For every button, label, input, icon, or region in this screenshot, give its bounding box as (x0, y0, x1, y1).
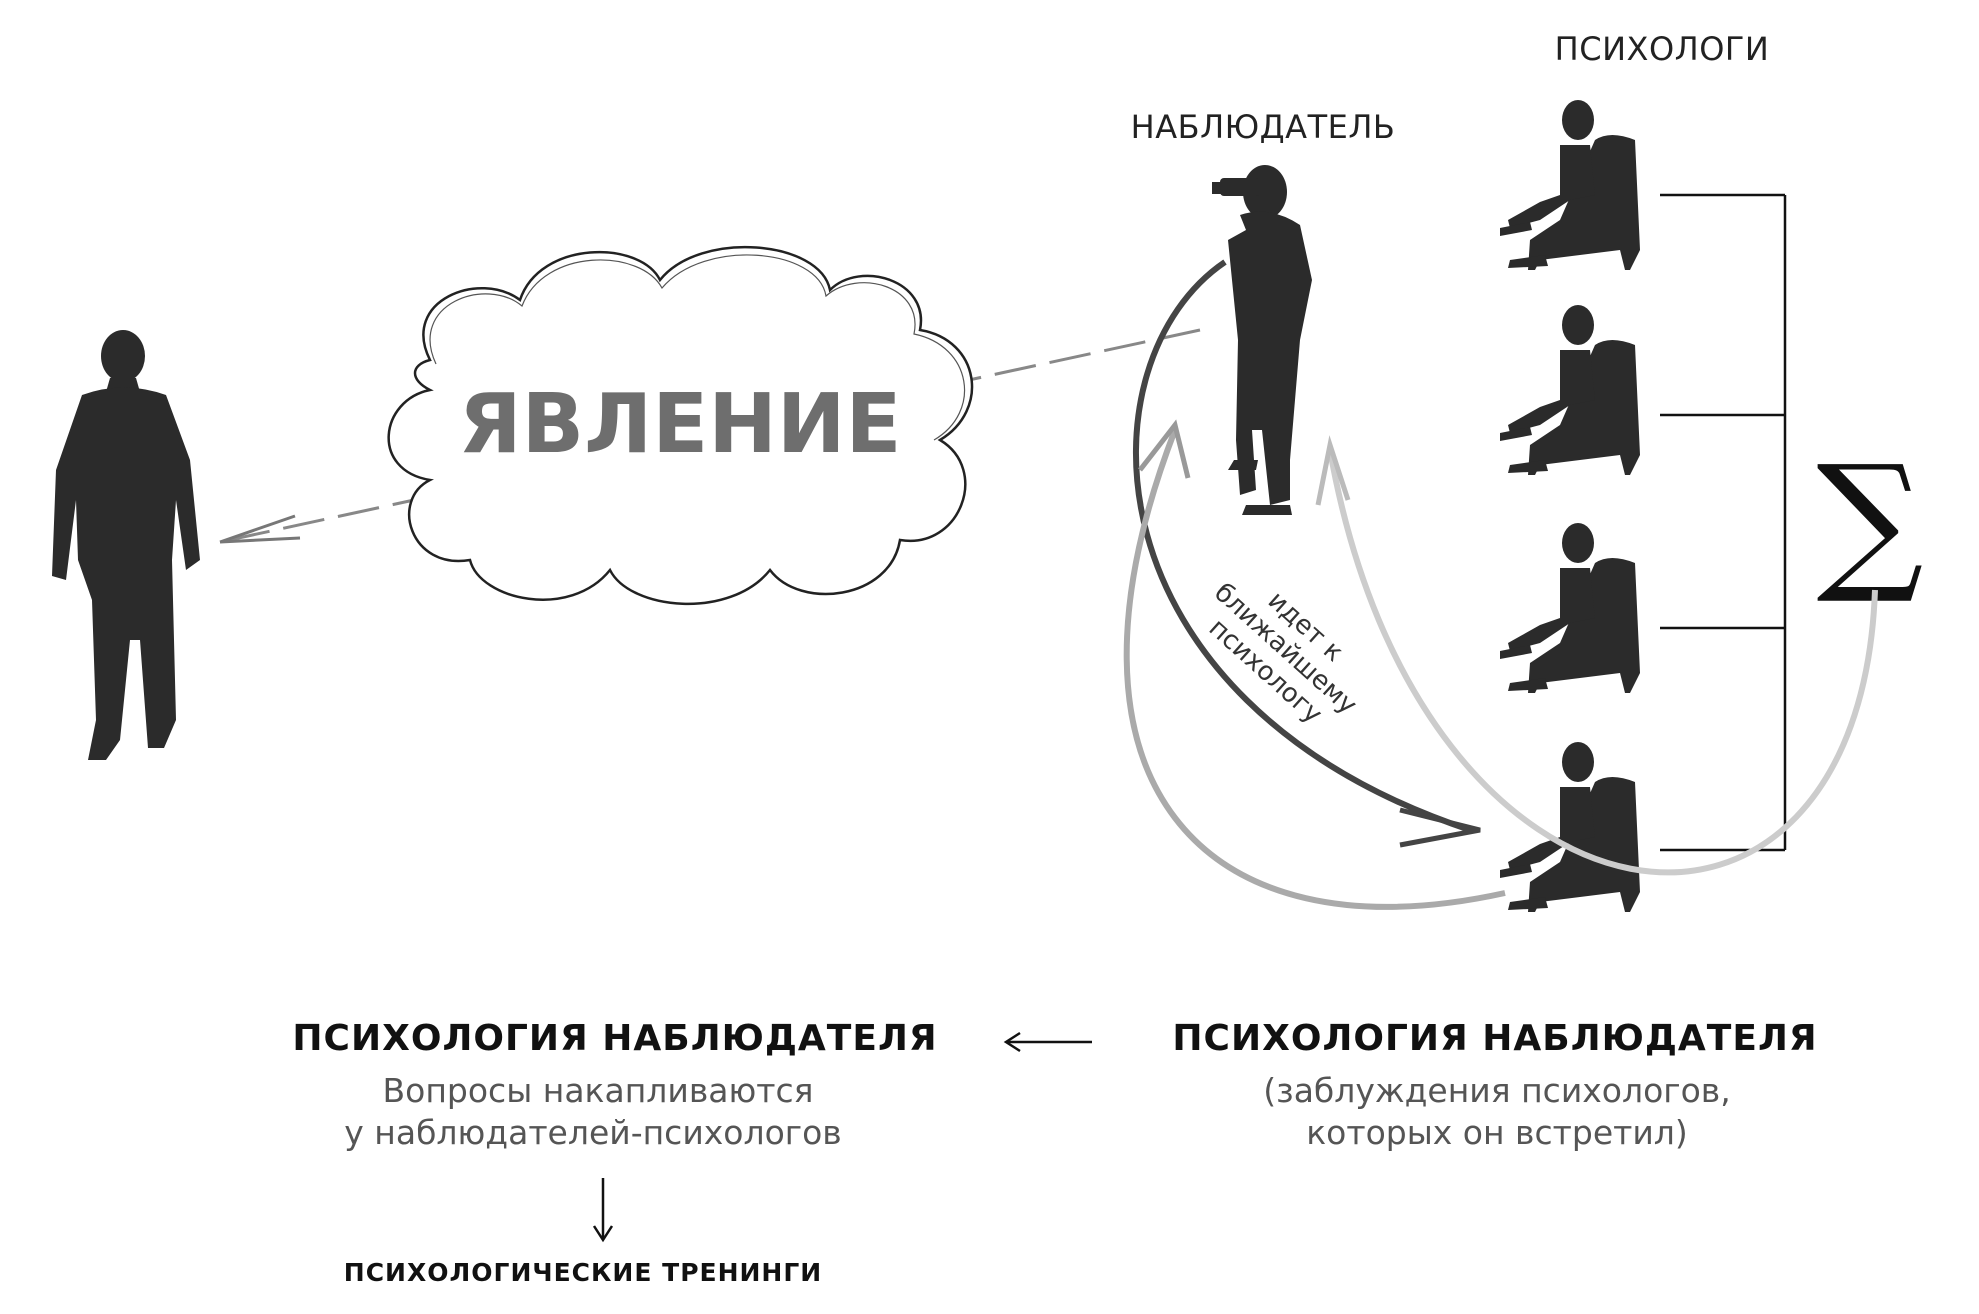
phenomenon-label: ЯВЛЕНИЕ (458, 377, 901, 472)
psychologists-group (1500, 100, 1640, 912)
main-arrow-to-psychologist (1136, 262, 1470, 830)
bottom-left-title: ПСИХОЛОГИЯ НАБЛЮДАТЕЛЯ (292, 1018, 937, 1059)
phenomenon-cloud: ЯВЛЕНИЕ (389, 247, 972, 604)
walking-man-figure (52, 330, 200, 760)
bottom-left-line-2: у наблюдателей-психологов (344, 1112, 842, 1154)
psychologists-bracket (1660, 195, 1785, 850)
observer-label: НАБЛЮДАТЕЛЬ (1131, 108, 1396, 146)
bottom-left-arrow (1006, 1033, 1092, 1051)
psychologist-figure-3 (1500, 523, 1640, 693)
psychologist-figure-2 (1500, 305, 1640, 475)
bottom-right-line-1: (заблуждения психологов, (1263, 1070, 1730, 1112)
observer-figure (1212, 165, 1312, 515)
psychologists-label: ПСИХОЛОГИ (1555, 30, 1770, 68)
bottom-right-title: ПСИХОЛОГИЯ НАБЛЮДАТЕЛЯ (1172, 1018, 1817, 1059)
bottom-right-line-2: которых он встретил) (1306, 1112, 1688, 1154)
arrow-note: идет к ближайшему психологу (1188, 555, 1382, 743)
down-arrow (594, 1178, 612, 1240)
result-label: ПСИХОЛОГИЧЕСКИЕ ТРЕНИНГИ (344, 1258, 822, 1287)
sum-symbol: ∑ (1816, 434, 1923, 608)
psychologist-figure-1 (1500, 100, 1640, 270)
bottom-left-line-1: Вопросы накапливаются (383, 1070, 814, 1112)
psychologist-figure-4 (1500, 742, 1640, 912)
